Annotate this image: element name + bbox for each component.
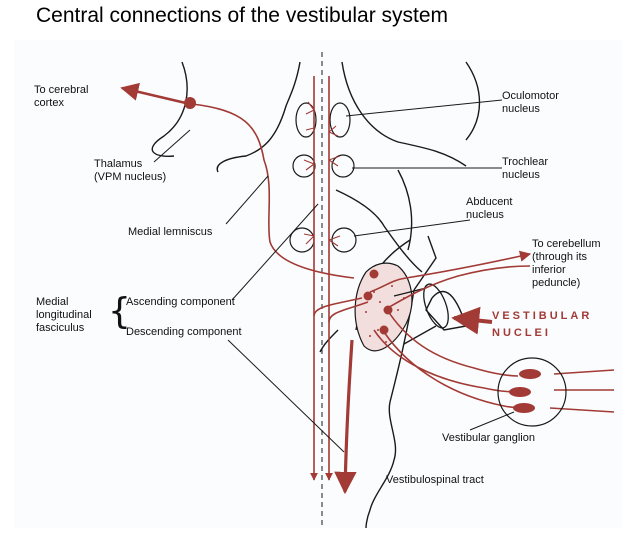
ascending-pathways (191, 76, 532, 481)
thalamus-neuron (184, 97, 196, 109)
trochlear-nucleus (292, 154, 355, 178)
mlf-brace: { (108, 291, 131, 332)
vestibulospinal-tract (334, 339, 357, 495)
oculomotor-nucleus (295, 102, 351, 138)
vestibular-ganglion-outline (497, 357, 567, 427)
brainstem-outline (151, 61, 481, 528)
vestibular-nuclei-arrow (451, 306, 493, 335)
vestibular-nuclei-region (354, 262, 413, 352)
cortex-arrow (120, 82, 191, 106)
abducent-nucleus (289, 227, 357, 253)
label-descending-component: Descending component (126, 326, 242, 338)
page-title: Central connections of the vestibular sy… (36, 4, 449, 27)
vestibular-nuclei-cells (363, 269, 393, 335)
vestibular-pathway-diagram (120, 52, 615, 528)
inferior-cerebellar-peduncle (393, 283, 449, 345)
leader-lines (153, 99, 515, 453)
label-vestibulospinal-tract: Vestibulospinal tract (386, 474, 484, 486)
label-ascending-component: Ascending component (126, 296, 235, 308)
nucleus-terminals (303, 101, 341, 247)
vestibular-ganglion-cells (509, 369, 541, 413)
label-medial-lemniscus: Medial lemniscus (128, 226, 213, 238)
label-vestibular-ganglion: Vestibular ganglion (442, 432, 535, 444)
label-thalamus: Thalamus(VPM nucleus) (94, 158, 167, 183)
